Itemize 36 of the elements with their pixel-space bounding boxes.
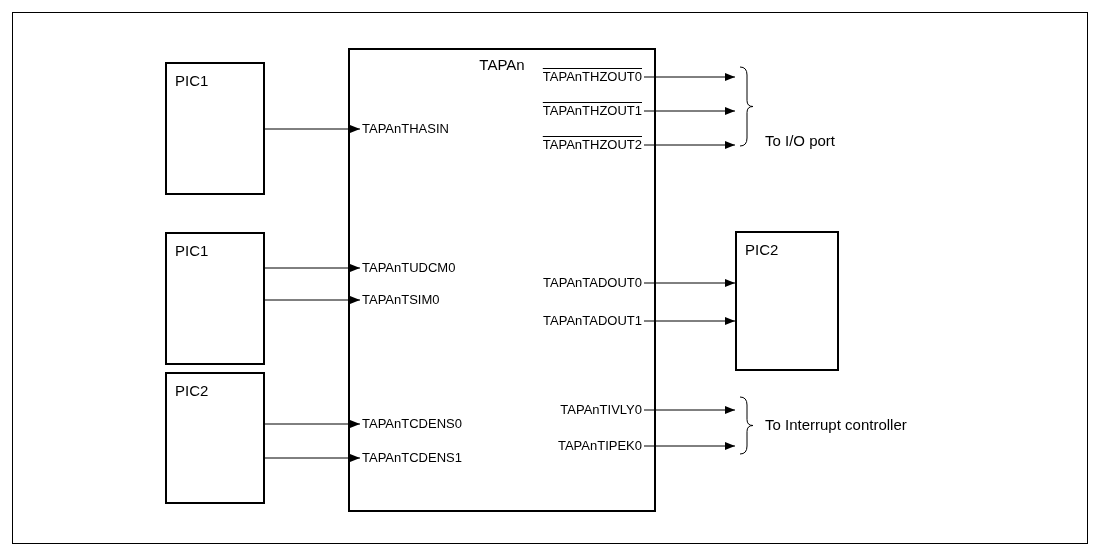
timer-block [348, 48, 656, 512]
arrow [264, 125, 361, 133]
block-title: PIC1 [175, 72, 209, 89]
arrow [643, 317, 736, 325]
block-title: PIC1 [175, 242, 209, 259]
pin-label: TAPAnTHZOUT1 [542, 103, 642, 119]
pin-label: TAPAnTHZOUT2 [542, 137, 642, 153]
pin-label: TAPAnTADOUT1 [543, 313, 642, 329]
pin-label: TAPAnTHASIN [362, 121, 449, 137]
arrow [643, 442, 736, 450]
arrow [643, 107, 736, 115]
arrow [643, 141, 736, 149]
destination-label: To Interrupt controller [765, 416, 907, 433]
arrow [264, 264, 361, 272]
arrow [264, 420, 361, 428]
block-title: TAPAn [478, 56, 526, 73]
destination-label: To I/O port [765, 132, 836, 149]
peripheral-block [165, 232, 265, 365]
pin-label: TAPAnTCDENS1 [362, 450, 462, 466]
arrow [643, 73, 736, 81]
pin-label: TAPAnTSIM0 [362, 292, 440, 308]
pin-label: TAPAnTUDCM0 [362, 260, 456, 276]
arrow [264, 454, 361, 462]
block-title: PIC2 [175, 382, 209, 399]
block-title: PIC2 [745, 241, 779, 258]
arrow [264, 296, 361, 304]
peripheral-block [735, 231, 839, 371]
peripheral-block [165, 372, 265, 504]
pin-label: TAPAnTIVLY0 [560, 402, 642, 418]
peripheral-block [165, 62, 265, 195]
arrow [643, 279, 736, 287]
pin-label: TAPAnTADOUT0 [543, 275, 642, 291]
pin-label: TAPAnTHZOUT0 [542, 69, 642, 85]
arrow [643, 406, 736, 414]
pin-label: TAPAnTIPEK0 [557, 438, 642, 454]
pin-label: TAPAnTCDENS0 [362, 416, 462, 432]
